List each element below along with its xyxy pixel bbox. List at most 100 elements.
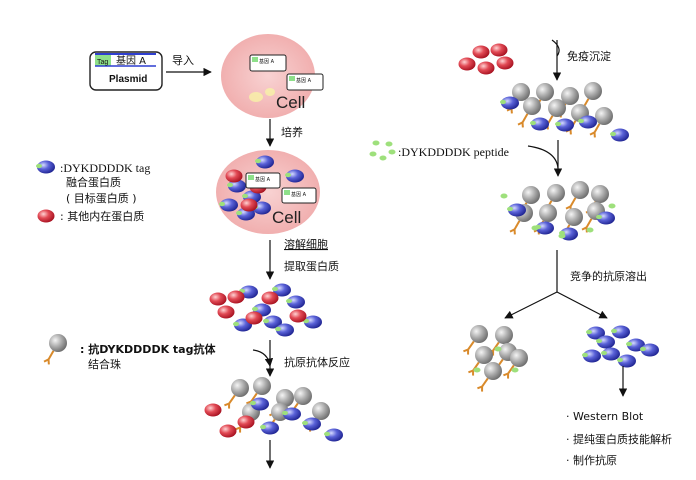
cell-label: Cell [272,208,301,227]
cell-transfected: 基因 A 基因 A Cell [221,34,324,118]
antibody-bead [463,325,488,355]
plasmid-gene-label: 基因 A [116,54,146,67]
tag-fusion-protein [582,349,601,363]
other-protein [289,309,307,323]
legend-peptide-label: :DYKDDDDK peptide [398,145,509,159]
tag-fusion-protein [285,169,304,183]
step-culture: 培养 [281,125,303,139]
other-protein [245,311,263,325]
beads-after-elution [463,325,528,392]
legend-antibody-bead-line2: 结合珠 [88,358,121,371]
bead-bound-complex [204,377,343,442]
plasmid-name-label: Plasmid [109,74,147,85]
tag-fusion-protein [324,428,343,442]
tag-fusion-protein [530,117,549,131]
legend-icons [36,140,396,365]
tag-fusion-protein [617,354,636,368]
tag-fusion-protein [227,179,246,193]
tag-fusion-protein [586,326,605,340]
dykddddk-peptide [608,203,616,209]
mini-plasmid-gene: 基因 A [255,176,271,183]
dykddddk-peptide [500,193,508,199]
step-immunoprecipitation: 免疫沉淀 [567,49,611,63]
dykddddk-peptide [379,155,387,161]
antibody-bead [246,377,271,407]
dykddddk-peptide [473,367,481,373]
mini-plasmid: 基因 A [281,187,317,204]
dykddddk-peptide [511,367,519,373]
tag-fusion-protein [272,283,291,297]
mini-plasmid: 基因 A [249,54,287,72]
other-protein [237,415,255,429]
tag-fusion-protein [596,211,615,225]
application-purification: · 提纯蛋白质技能解析 [566,433,672,446]
legend-tag-protein-label: :DYKDDDDK tag [60,161,151,175]
step-lyse: 溶解细胞 [284,237,328,251]
tag-fusion-protein [263,315,282,329]
other-protein [219,424,237,438]
other-protein [204,403,222,417]
plasmid: Tag 基因 A Plasmid [89,51,163,91]
other-protein [217,305,235,319]
application-antigen: · 制作抗原 [566,454,617,467]
legend-tag-protein-line3: ( 目标蛋白质 ) [66,192,137,205]
dykddddk-peptide [369,151,377,157]
dykddddk-peptide [494,346,502,352]
other-protein [490,43,508,57]
antigen-antibody-arrow [252,349,274,367]
tag-fusion-protein [507,203,526,217]
other-protein [37,209,55,223]
cell-expressing: 基因 A 基因 A Cell [216,150,320,234]
tag-fusion-protein [260,421,279,435]
step-antigen-antibody: 抗原抗体反应 [284,355,350,369]
tag-fusion-protein [282,407,301,421]
antibody-bead [565,181,589,212]
lysate-protein-cluster [209,283,322,337]
other-protein [227,290,245,304]
precipitated-complex [500,82,629,142]
mini-plasmid-gene: 基因 A [296,77,312,84]
tag-fusion-protein [611,325,630,339]
dykddddk-peptide [388,149,396,155]
immunoprecipitation-curve [551,39,560,57]
other-protein [225,169,243,183]
free-other-proteins [458,43,514,75]
protein-cluster [219,155,304,221]
legend-other-protein-label: : 其他内在蛋白质 [60,210,145,223]
dykddddk-peptide [558,233,566,239]
step-extract: 提取蛋白质 [284,259,339,273]
tag-fusion-protein [500,96,519,110]
tag-fusion-protein [601,347,620,361]
tag-fusion-protein [596,335,615,349]
mini-plasmid: 基因 A [245,172,281,189]
step-import: 导入 [172,54,194,67]
tag-fusion-protein [640,343,659,357]
step-competitive-elution: 竞争的抗原溶出 [570,269,647,283]
legend-antibody-bead-label: : 抗DYKDDDDK tag抗体 [80,343,216,356]
antibody-bead [517,97,541,128]
antibody-bead [43,334,67,365]
antibody-bead [589,107,613,138]
tag-fusion-protein [255,155,274,169]
antibody-bead [224,379,249,409]
other-protein [477,61,495,75]
split-arrow-right [556,291,608,319]
tag-fusion-protein [219,198,238,212]
peptide-bound-complex [500,181,616,241]
tag-fusion-protein [250,397,269,411]
application-western-blot: · Western Blot [566,410,644,423]
antibody-bead [477,362,502,392]
tag-fusion-protein [578,115,597,129]
mini-plasmid: 基因 A [286,73,324,91]
tag-fusion-protein [610,128,629,142]
other-protein [496,56,514,70]
tag-fusion-protein [36,160,55,174]
dykddddk-peptide [372,140,380,146]
other-protein [209,292,227,306]
other-protein [240,198,258,212]
tag-fusion-protein [275,323,294,337]
legend-tag-protein-line2: 融合蛋白质 [66,176,121,189]
other-protein [261,291,279,305]
tag-fusion-protein [555,118,574,132]
